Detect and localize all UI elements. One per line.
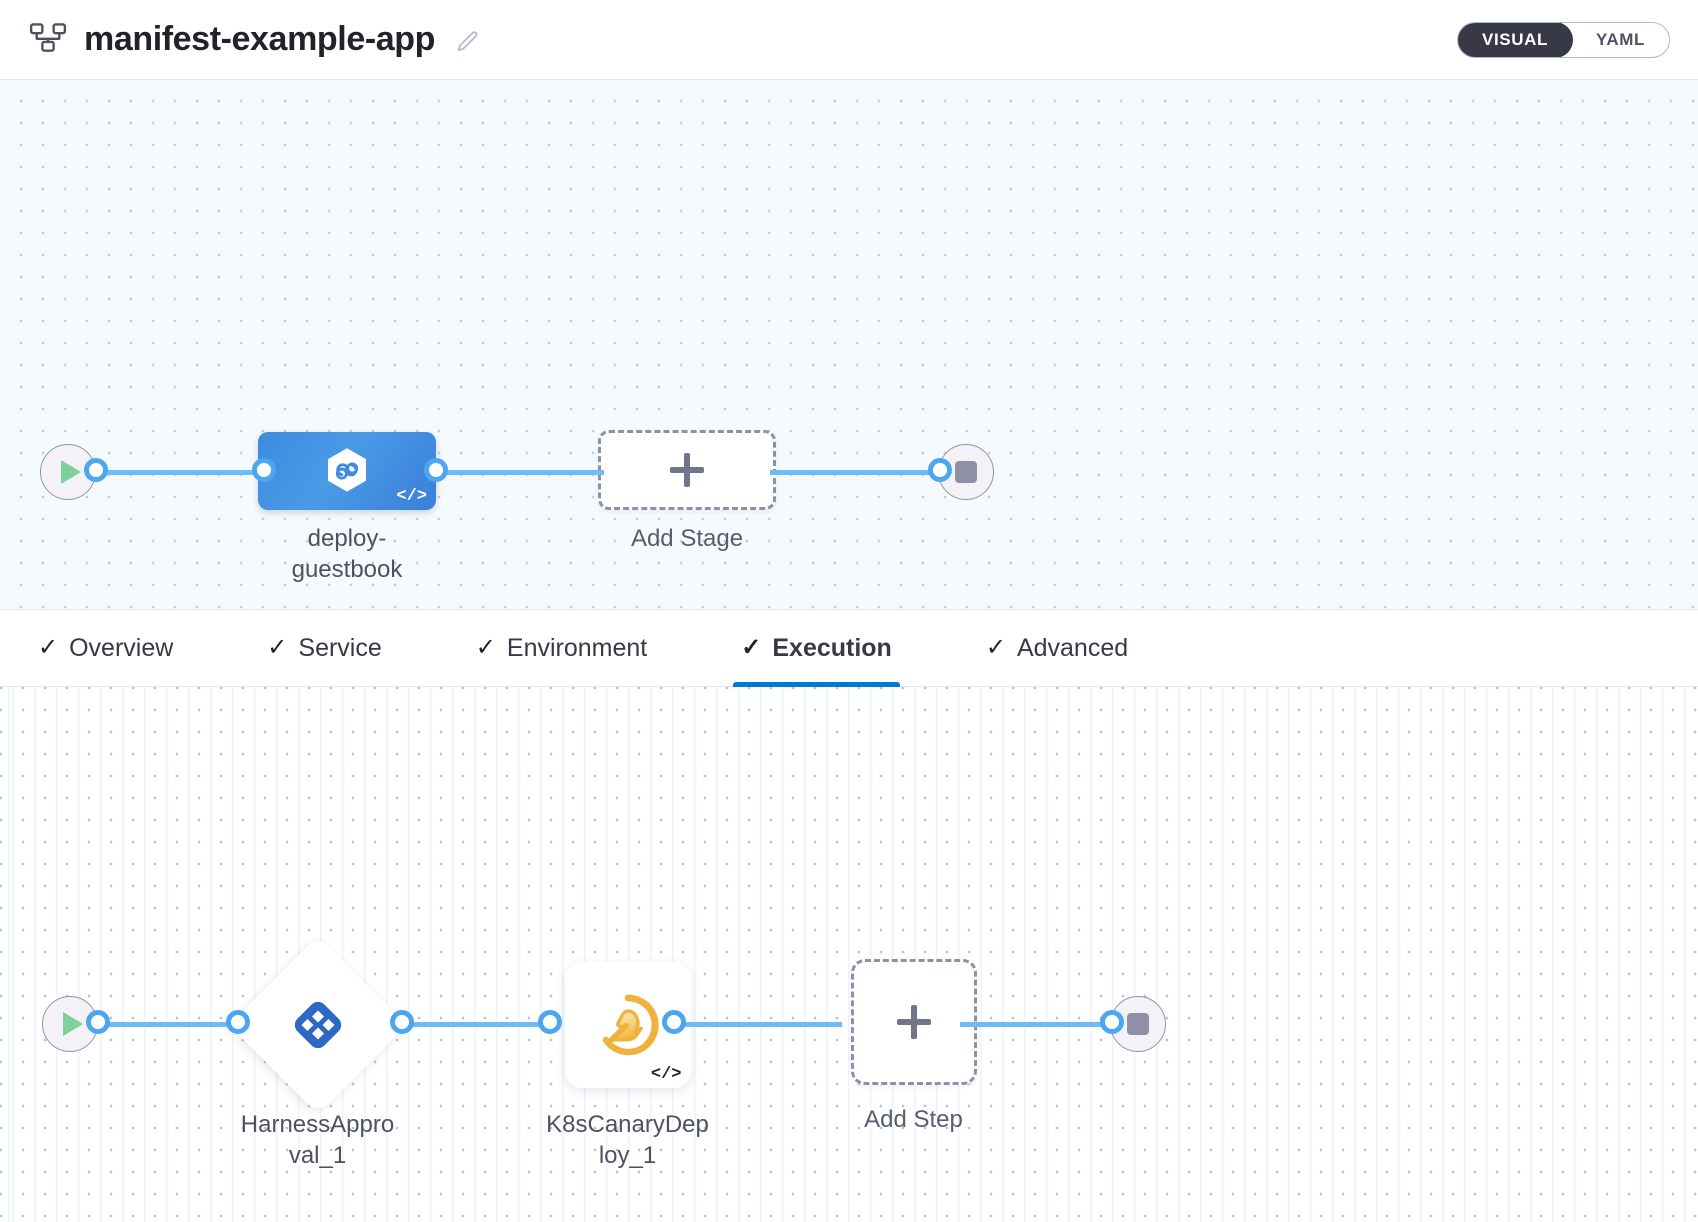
connector-dot-exec-start-out[interactable]: [86, 1010, 110, 1034]
step-node-k8s-canary-deploy[interactable]: </> K8sCanaryDeploy_1: [545, 962, 710, 1171]
play-icon: [61, 460, 81, 484]
tab-execution-label: Execution: [772, 633, 892, 662]
harness-cd-hexagon-icon: [321, 445, 373, 497]
connector-dot-canary-in[interactable]: [538, 1010, 562, 1034]
view-mode-toggle[interactable]: VISUAL YAML: [1457, 21, 1670, 58]
connector-addstep-to-end: [960, 1022, 1120, 1027]
stage-node-label: deploy-guestbook: [291, 525, 403, 583]
check-icon: ✓: [985, 634, 1006, 661]
add-step-button[interactable]: [850, 959, 977, 1085]
connector-approval-to-canary: [400, 1022, 550, 1027]
check-icon: ✓: [38, 634, 59, 661]
tab-overview[interactable]: ✓ Overview: [30, 610, 181, 686]
approval-icon-wrap: [290, 997, 346, 1053]
stage-config-tabs[interactable]: ✓ Overview ✓ Service ✓ Environment ✓ Exe…: [0, 610, 1698, 687]
code-badge-icon: </>: [396, 487, 427, 506]
stop-icon: [1127, 1013, 1149, 1035]
add-step-label: Add Step: [864, 1106, 963, 1133]
connector-dot-end-in[interactable]: [928, 458, 952, 482]
play-icon: [63, 1012, 83, 1036]
add-stage-button[interactable]: [598, 430, 776, 510]
stage-node-deploy-guestbook[interactable]: </> deploy-guestbook: [258, 432, 436, 585]
stop-icon: [955, 461, 977, 483]
connector-dot-start-out[interactable]: [84, 458, 108, 482]
canary-bird-icon: [593, 990, 663, 1060]
connector-dot-exec-end-in[interactable]: [1100, 1010, 1124, 1034]
page-title: manifest-example-app: [84, 20, 435, 58]
approval-step-shape[interactable]: [228, 935, 407, 1115]
connector-dot-stage-in[interactable]: [252, 458, 276, 482]
connector-canary-to-addstep: [672, 1022, 842, 1027]
connector-dot-approval-in[interactable]: [226, 1010, 250, 1034]
app-header: manifest-example-app VISUAL YAML: [0, 0, 1698, 80]
plus-icon: [670, 453, 704, 487]
step-label-k8s-canary-deploy: K8sCanaryDeploy_1: [546, 1111, 709, 1169]
step-label-harness-approval: HarnessApproval_1: [240, 1111, 395, 1169]
add-stage-label: Add Stage: [630, 525, 744, 552]
connector-addstage-to-end: [770, 470, 950, 475]
pipeline-hierarchy-icon: [28, 20, 68, 60]
toggle-visual-button[interactable]: VISUAL: [1458, 22, 1573, 57]
connector-stage-to-addstage: [434, 470, 604, 475]
step-node-harness-approval[interactable]: HarnessApproval_1: [228, 935, 407, 1171]
stage-node-box[interactable]: </>: [258, 432, 436, 510]
tab-advanced-label: Advanced: [1016, 633, 1129, 662]
connector-start-to-approval: [96, 1022, 246, 1027]
connector-dot-approval-out[interactable]: [390, 1010, 414, 1034]
tab-execution[interactable]: ✓ Execution: [733, 610, 900, 687]
check-icon: ✓: [741, 634, 762, 661]
tab-service[interactable]: ✓ Service: [259, 610, 389, 686]
plus-icon: [896, 1005, 931, 1039]
tab-environment-label: Environment: [506, 633, 648, 662]
connector-dot-stage-out[interactable]: [424, 458, 448, 482]
add-step-node[interactable]: Add Step: [831, 959, 996, 1136]
check-icon: ✓: [267, 634, 288, 661]
tab-environment[interactable]: ✓ Environment: [468, 610, 655, 686]
add-stage-node[interactable]: Add Stage: [598, 430, 776, 555]
tab-overview-label: Overview: [69, 633, 174, 662]
execution-graph-canvas[interactable]: HarnessApproval_1 <: [0, 687, 1698, 1222]
tab-service-label: Service: [298, 633, 382, 662]
stage-graph-canvas[interactable]: </> deploy-guestbook Add Stage: [0, 80, 1698, 610]
connector-dot-canary-out[interactable]: [662, 1010, 686, 1034]
connector-start-to-stage: [96, 470, 266, 475]
code-badge-icon: </>: [650, 1065, 682, 1084]
header-left-group: manifest-example-app: [28, 20, 481, 60]
harness-approval-icon: [290, 997, 346, 1053]
toggle-yaml-button[interactable]: YAML: [1572, 23, 1669, 57]
edit-pencil-icon[interactable]: [451, 27, 481, 53]
check-icon: ✓: [475, 634, 496, 661]
tab-advanced[interactable]: ✓ Advanced: [978, 610, 1136, 686]
